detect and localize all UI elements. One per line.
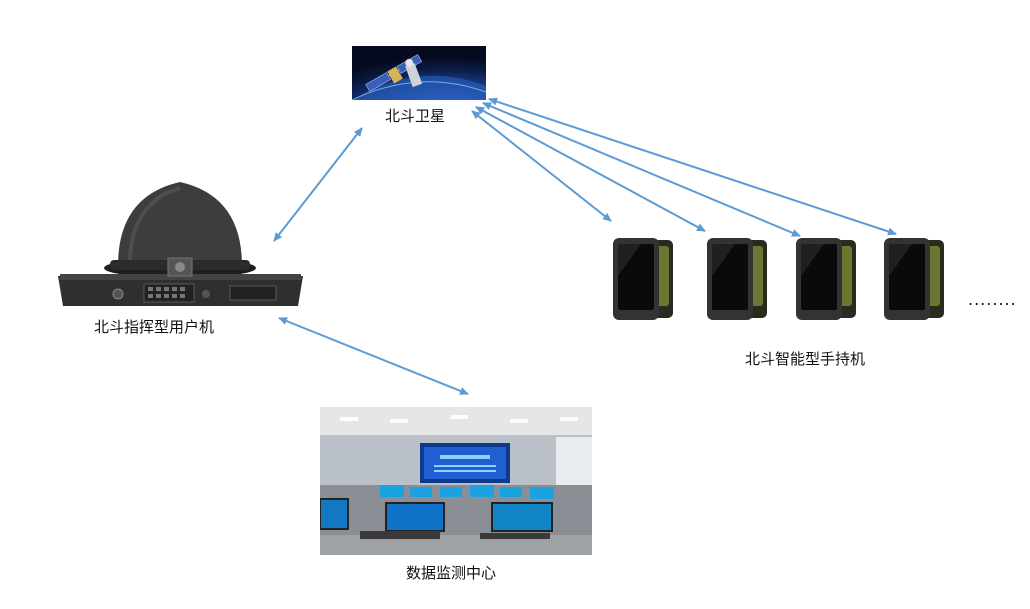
arrow-satellite-handheld-3 xyxy=(482,102,801,237)
command-terminal-label: 北斗指挥型用户机 xyxy=(94,318,215,336)
arrow-satellite-handheld-4 xyxy=(488,97,897,236)
handheld-device xyxy=(611,236,681,322)
monitor-center-image xyxy=(320,407,592,555)
handhelds-label: 北斗智能型手持机 xyxy=(745,350,866,368)
handheld-device xyxy=(705,236,775,322)
handheld-device xyxy=(794,236,864,322)
arrow-satellite-terminal xyxy=(273,127,363,242)
arrow-satellite-handheld-2 xyxy=(475,106,706,232)
arrow-terminal-monitor xyxy=(278,317,469,395)
satellite-image xyxy=(352,46,486,100)
satellite-label: 北斗卫星 xyxy=(385,107,446,125)
monitor-center-label: 数据监测中心 xyxy=(406,564,497,582)
handhelds-ellipsis: ........ xyxy=(968,290,1017,309)
command-terminal-image xyxy=(58,178,303,310)
handheld-device xyxy=(882,236,952,322)
